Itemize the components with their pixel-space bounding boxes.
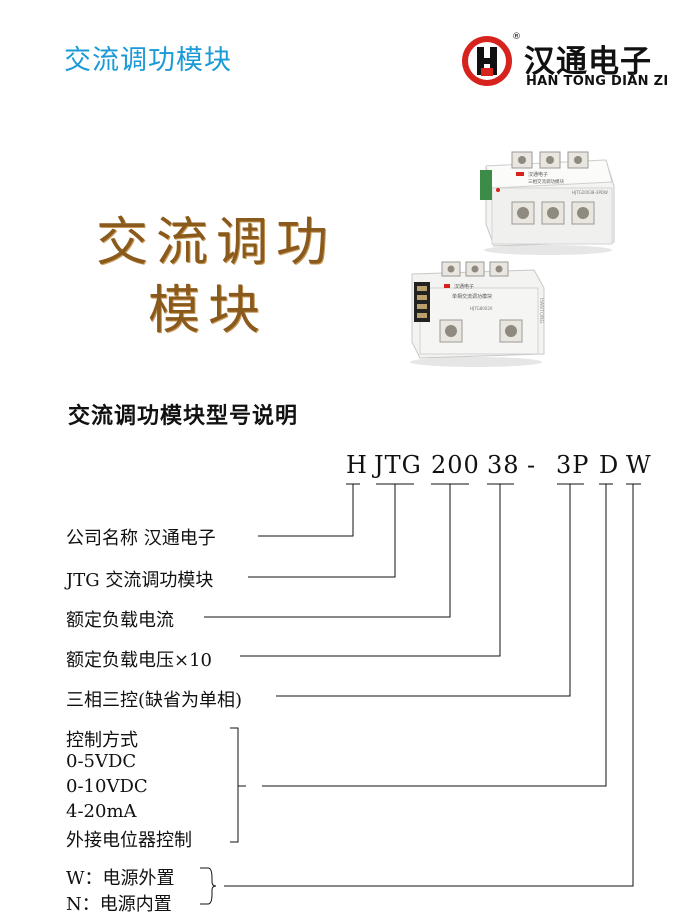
- code-part-jtg: JTG: [374, 451, 422, 479]
- module-label-text: 单相交流调功模块: [452, 293, 492, 300]
- code-part-power: W: [626, 451, 652, 479]
- desc-company-name: 公司名称 汉通电子: [66, 528, 216, 549]
- three-phase-module-image: 汉通电子 三相交流调功模块 HJTG20038-3PDW: [480, 151, 615, 255]
- desc-rated-current: 额定负载电流: [66, 610, 174, 631]
- control-option-4-20ma: 4-20mA: [66, 801, 137, 822]
- code-part-control: D: [599, 451, 620, 479]
- module-label-text: 汉通电子: [454, 283, 474, 290]
- model-section-title: 交流调功模块型号说明: [68, 404, 299, 429]
- logo-chinese-name: 汉通电子: [524, 44, 652, 80]
- module-side-text: HANTONG: [538, 298, 544, 324]
- desc-rated-voltage: 额定负载电压×10: [66, 650, 212, 671]
- brand-logo: ® 汉通电子 HAN TONG DIAN ZI: [460, 32, 690, 90]
- hero-title-line-2: 模块: [148, 281, 269, 341]
- single-phase-module-image: 汉通电子 单相交流调功模块 HJTG80020 HANTONG: [410, 261, 545, 367]
- page-title: 交流调功模块: [64, 45, 232, 76]
- control-option-0-10vdc: 0-10VDC: [66, 776, 148, 797]
- control-mode-label: 控制方式: [66, 730, 138, 751]
- power-option-internal: N：电源内置: [66, 894, 172, 915]
- module-model-text: HJTG20038-3PDW: [572, 190, 608, 195]
- power-option-external: W：电源外置: [66, 868, 175, 889]
- desc-module-type: JTG 交流调功模块: [66, 570, 214, 591]
- registered-mark: ®: [512, 32, 521, 42]
- module-label-text: 汉通电子: [528, 171, 548, 178]
- code-part-voltage: 38: [487, 451, 520, 479]
- desc-phase-control: 三相三控(缺省为单相): [66, 690, 243, 711]
- hero-title-line-1: 交流调功: [96, 213, 337, 273]
- code-part-current: 200: [431, 451, 480, 479]
- code-part-dash: -: [527, 451, 537, 479]
- control-option-potentiometer: 外接电位器控制: [66, 830, 192, 851]
- logo-mark-icon: [462, 36, 512, 86]
- logo-english-name: HAN TONG DIAN ZI: [526, 74, 669, 89]
- code-part-phase: 3P: [556, 451, 590, 479]
- module-label-text: 三相交流调功模块: [528, 178, 564, 185]
- control-option-0-5vdc: 0-5VDC: [66, 751, 137, 772]
- module-model-text: HJTG80020: [470, 306, 493, 311]
- code-part-h: H: [346, 451, 368, 479]
